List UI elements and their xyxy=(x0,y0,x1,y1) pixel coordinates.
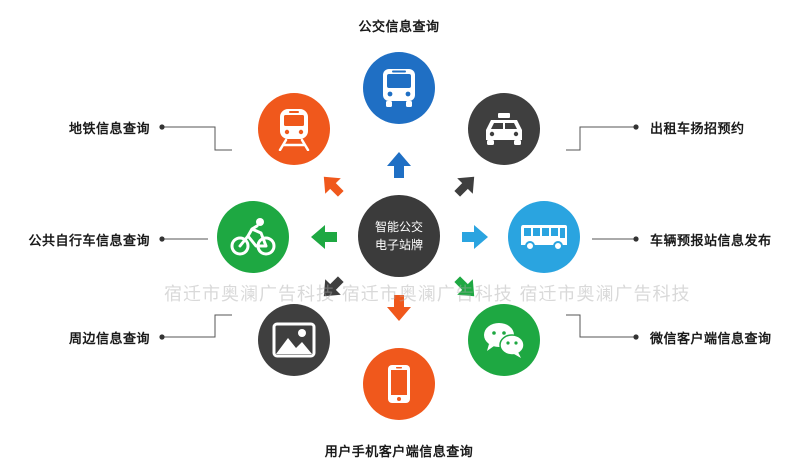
dot-metro xyxy=(159,124,165,130)
label-metro: 地铁信息查询 xyxy=(68,122,150,137)
connector-metro xyxy=(162,126,232,151)
arrow-right xyxy=(462,225,488,249)
node-taxi[interactable] xyxy=(468,93,540,165)
label-station: 车辆预报站信息发布 xyxy=(650,234,772,249)
arrow-down xyxy=(387,295,411,321)
label-bike: 公共自行车信息查询 xyxy=(28,234,150,249)
connector-wechat xyxy=(566,314,636,338)
center-line1: 智能公交 xyxy=(374,220,423,234)
dot-wechat xyxy=(633,334,639,340)
dot-taxi xyxy=(633,124,639,130)
node-wechat[interactable] xyxy=(468,304,540,376)
bus-icon xyxy=(383,69,415,107)
center-node: 智能公交 电子站牌 xyxy=(358,195,440,277)
arrow-down-left xyxy=(323,276,344,297)
node-phone[interactable] xyxy=(363,348,435,420)
dot-bike xyxy=(159,236,165,242)
arrow-up-right xyxy=(454,176,475,197)
arrow-left xyxy=(311,225,337,249)
dot-nearby xyxy=(159,334,165,340)
wechat-icon xyxy=(484,323,525,358)
center-line2: 电子站牌 xyxy=(374,238,423,252)
node-metro[interactable] xyxy=(258,93,330,165)
connector-nearby xyxy=(162,314,232,338)
label-taxi: 出租车扬招预约 xyxy=(650,122,745,137)
arrow-up-left xyxy=(323,176,344,197)
label-nearby: 周边信息查询 xyxy=(68,332,150,347)
train-icon xyxy=(278,109,310,151)
watermark: 宿迁市奥澜广告科技 宿迁市奥澜广告科技 宿迁市奥澜广告科技 xyxy=(164,284,691,305)
coach-bus-icon xyxy=(521,225,567,251)
label-wechat: 微信客户端信息查询 xyxy=(650,332,772,347)
node-nearby[interactable] xyxy=(258,304,330,376)
picture-icon xyxy=(272,322,316,358)
node-bus[interactable] xyxy=(363,52,435,124)
taxi-icon xyxy=(486,113,522,145)
node-station[interactable] xyxy=(508,201,580,273)
label-phone: 用户手机客户端信息查询 xyxy=(324,445,474,460)
bicycle-icon xyxy=(230,218,276,256)
arrow-up xyxy=(387,152,411,178)
label-bus: 公交信息查询 xyxy=(358,20,440,35)
node-bike[interactable] xyxy=(217,201,289,273)
smartphone-icon xyxy=(388,365,410,403)
arrow-down-right xyxy=(454,276,475,297)
connector-taxi xyxy=(566,126,636,151)
dot-station xyxy=(633,236,639,242)
